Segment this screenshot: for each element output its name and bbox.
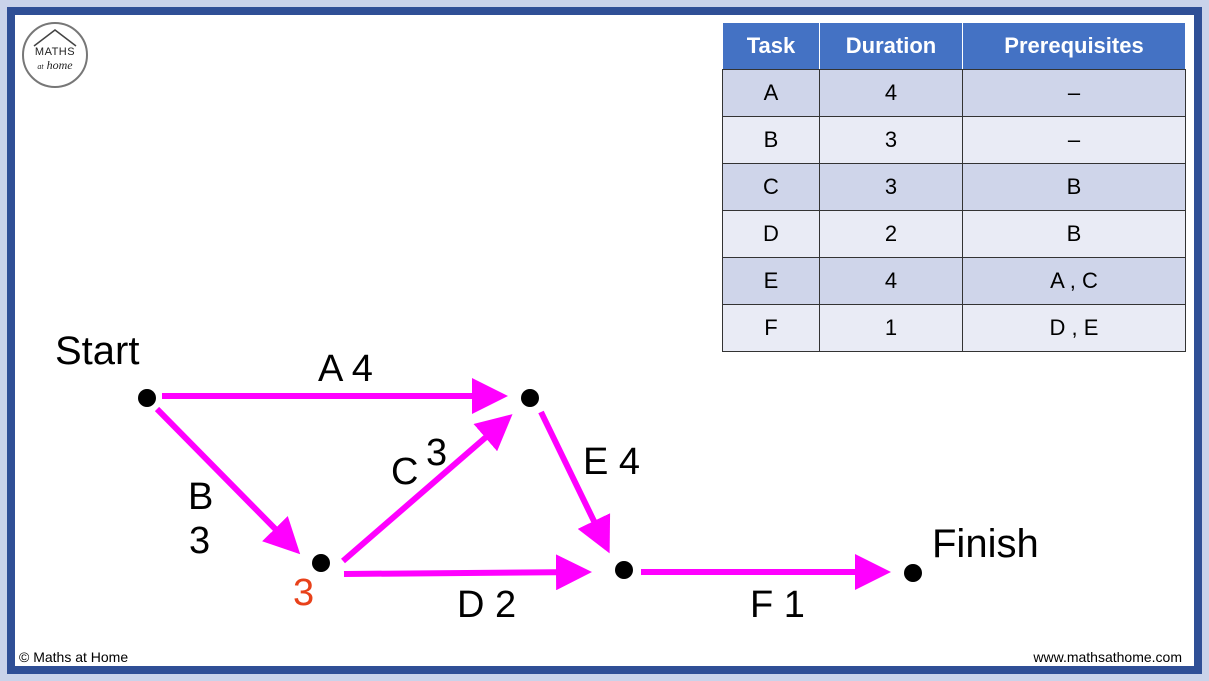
maths-at-home-logo: MATHS at home	[22, 22, 88, 88]
table-row: E 4 A , C	[722, 257, 1186, 305]
edge-c-weight: 3	[426, 432, 447, 474]
edge-b-arrow	[154, 406, 301, 555]
logo-text-home: at home	[24, 58, 86, 73]
edge-c-arrow	[341, 414, 513, 564]
copyright-text: © Maths at Home	[19, 649, 129, 665]
edge-d-label: D 2	[457, 584, 516, 626]
table-row: C 3 B	[722, 163, 1186, 211]
cell-task: C	[722, 163, 820, 211]
edge-d-arrow	[343, 554, 592, 591]
node-after-a	[521, 389, 539, 407]
edge-f-label: F 1	[750, 584, 805, 626]
cell-task: D	[722, 210, 820, 258]
logo-text-maths: MATHS	[34, 46, 76, 58]
table-row: A 4 –	[722, 69, 1186, 117]
edge-b-letter: B	[188, 476, 213, 518]
website-url: www.mathsathome.com	[1033, 649, 1182, 665]
edge-a-label: A 4	[318, 348, 373, 390]
cell-prerequisites: D , E	[962, 304, 1186, 352]
house-roof-icon	[33, 29, 77, 47]
node-earliest-time: 3	[293, 572, 314, 614]
cell-prerequisites: –	[962, 69, 1186, 117]
cell-task: A	[722, 69, 820, 117]
task-table: Task Duration Prerequisites A 4 – B 3 – …	[722, 22, 1186, 352]
cell-prerequisites: –	[962, 116, 1186, 164]
cell-prerequisites: B	[962, 163, 1186, 211]
cell-task: F	[722, 304, 820, 352]
header-prerequisites: Prerequisites	[962, 22, 1186, 70]
logo-text-at: at	[37, 62, 44, 71]
cell-duration: 1	[819, 304, 963, 352]
header-duration: Duration	[819, 22, 963, 70]
node-finish	[904, 564, 922, 582]
edge-e-arrow	[538, 410, 611, 554]
table-row: D 2 B	[722, 210, 1186, 258]
table-row: F 1 D , E	[722, 304, 1186, 352]
cell-duration: 2	[819, 210, 963, 258]
edge-e-label: E 4	[583, 441, 640, 483]
edge-b-weight: 3	[189, 520, 210, 562]
cell-duration: 4	[819, 69, 963, 117]
cell-task: B	[722, 116, 820, 164]
finish-label: Finish	[932, 522, 1039, 566]
table-row: B 3 –	[722, 116, 1186, 164]
edge-c-letter: C	[391, 451, 418, 493]
cell-prerequisites: A , C	[962, 257, 1186, 305]
logo-text-home-word: home	[46, 58, 73, 72]
start-label: Start	[55, 329, 139, 373]
node-after-b	[312, 554, 330, 572]
cell-prerequisites: B	[962, 210, 1186, 258]
cell-task: E	[722, 257, 820, 305]
node-after-d-e	[615, 561, 633, 579]
cell-duration: 3	[819, 163, 963, 211]
cell-duration: 3	[819, 116, 963, 164]
table-header-row: Task Duration Prerequisites	[722, 22, 1186, 70]
node-start	[138, 389, 156, 407]
